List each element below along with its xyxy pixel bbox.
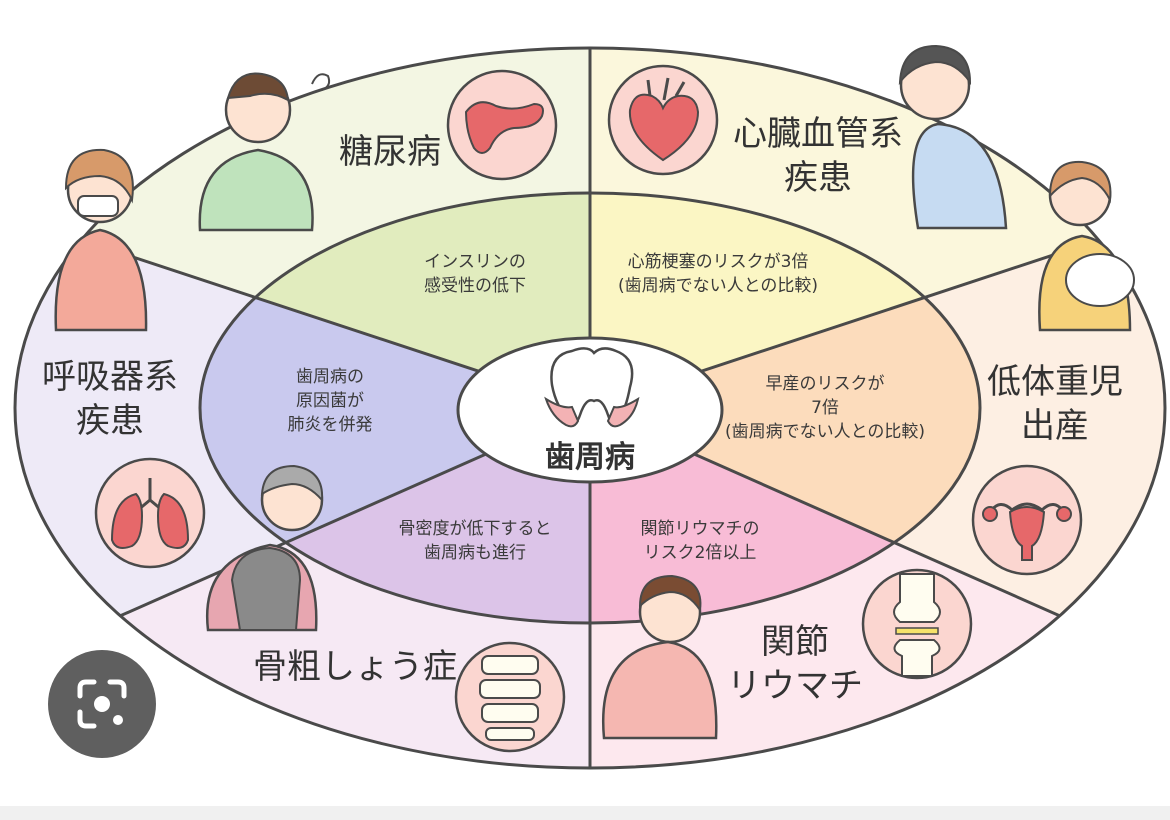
inner-segment-cardio	[590, 193, 980, 623]
detail-label-lowbirth: 早産のリスクが 7倍 (歯周病でない人との比較)	[724, 374, 926, 442]
inner-segment-lowbirth	[590, 408, 980, 623]
pancreas-icon	[446, 69, 558, 181]
inner-segment-rheumatism	[200, 408, 590, 623]
center-label: 歯周病	[545, 440, 635, 475]
detail-label-osteoporosis: 骨密度が低下すると 歯周病も進行	[398, 519, 552, 563]
disease-label-respiratory: 呼吸器系 疾患	[42, 357, 178, 441]
uterus-icon	[971, 464, 1083, 576]
center-ellipse	[456, 336, 724, 484]
knee-joint-icon	[861, 568, 973, 680]
disease-label-rheumatism: 関節 リウマチ	[727, 622, 863, 706]
disease-label-diabetes: 糖尿病	[339, 132, 441, 172]
person-osteoporosis-illustration	[205, 464, 324, 632]
spine-icon	[454, 641, 566, 753]
person-rheumatism-illustration	[601, 574, 718, 740]
detail-label-respiratory: 歯周病の 原因菌が 肺炎を併発	[287, 367, 373, 435]
disease-label-lowbirth: 低体重児 出産	[987, 362, 1123, 446]
disease-label-osteoporosis: 骨粗しょう症	[253, 647, 457, 687]
lens-camera-button[interactable]	[48, 650, 156, 758]
detail-label-cardio: 心筋梗塞のリスクが3倍 (歯周病でない人との比較)	[617, 252, 819, 296]
person-cardio-illustration	[898, 44, 1008, 230]
bottom-bar	[0, 806, 1170, 820]
tooth-icon	[544, 347, 640, 428]
detail-label-diabetes: インスリンの 感受性の低下	[424, 252, 526, 296]
person-respiratory-illustration	[54, 148, 148, 332]
disease-label-cardio: 心臓血管系 疾患	[733, 114, 903, 198]
person-lowbirth-illustration	[1038, 160, 1135, 332]
heart-icon	[607, 64, 719, 176]
lungs-icon	[94, 457, 206, 569]
inner-segment-osteoporosis	[200, 193, 590, 623]
lens-camera-icon	[77, 679, 127, 729]
detail-label-rheumatism: 関節リウマチの リスク2倍以上	[640, 519, 760, 563]
person-diabetes-illustration	[198, 72, 331, 232]
